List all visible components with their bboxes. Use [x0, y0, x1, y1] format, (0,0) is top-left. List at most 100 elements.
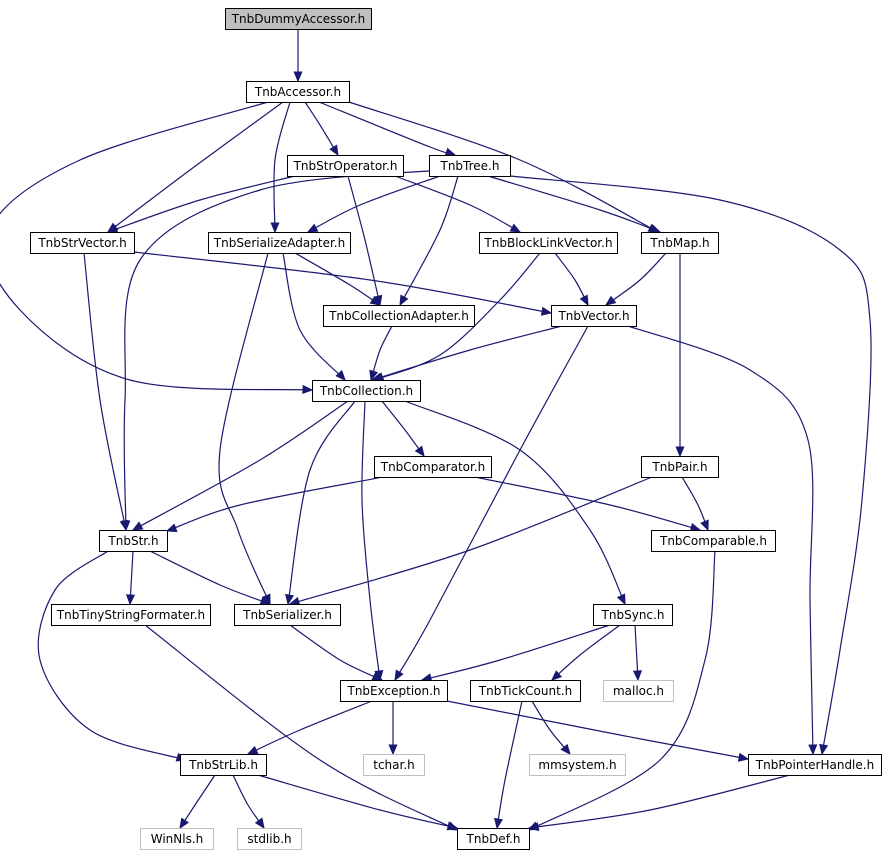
node-tnbcollectionadapter-h[interactable]: TnbCollectionAdapter.h	[323, 305, 475, 327]
edge-line	[289, 624, 383, 681]
edge-line	[347, 175, 381, 306]
node-tnbtickcount-h[interactable]: TnbTickCount.h	[470, 680, 581, 702]
node-label: malloc.h	[613, 684, 664, 698]
arrowhead-icon	[446, 821, 459, 831]
node-stdlib-h: stdlib.h	[237, 828, 302, 850]
node-box	[287, 155, 404, 177]
node-label: TnbStrOperator.h	[293, 159, 398, 173]
edge-n1-to-n10	[0, 101, 314, 395]
node-tnbserializer-h[interactable]: TnbSerializer.h	[234, 604, 341, 626]
edge-line	[394, 325, 589, 681]
edge-n3-to-n24	[509, 175, 872, 756]
edge-line	[421, 624, 611, 681]
edge-line	[509, 175, 872, 755]
edge-line	[627, 325, 814, 755]
edge-n5-to-n10	[282, 252, 346, 381]
node-box	[99, 530, 168, 552]
node-tnbdef-h[interactable]: TnbDef.h	[457, 828, 530, 850]
edge-n12-to-n14	[681, 476, 709, 532]
node-tnbsync-h[interactable]: TnbSync.h	[593, 604, 673, 626]
edge-line	[179, 774, 216, 829]
edge-n19-to-n23	[531, 700, 571, 755]
node-label: TnbSync.h	[601, 608, 665, 622]
edge-n2-to-n6	[394, 175, 522, 233]
node-mmsystem-h: mmsystem.h	[529, 754, 626, 776]
node-tnbstroperator-h[interactable]: TnbStrOperator.h	[287, 155, 404, 177]
edge-line	[394, 175, 521, 233]
node-box	[208, 232, 351, 254]
node-label: TnbSerializer.h	[242, 608, 332, 622]
edge-line	[381, 400, 425, 457]
node-box	[529, 754, 626, 776]
node-tnbstr-h[interactable]: TnbStr.h	[99, 530, 168, 552]
node-layer: TnbDummyAccessor.hTnbAccessor.hTnbStrOpe…	[30, 8, 882, 850]
node-tnbpair-h[interactable]: TnbPair.h	[641, 456, 719, 478]
node-tnbtree-h[interactable]: TnbTree.h	[429, 155, 511, 177]
edge-n13-to-n16	[149, 550, 272, 605]
edge-line	[605, 252, 667, 306]
node-tnbstrvector-h[interactable]: TnbStrVector.h	[30, 232, 135, 254]
edge-n17-to-n20	[632, 624, 643, 682]
edge-n9-to-n24	[627, 325, 818, 756]
arrowhead-icon	[125, 594, 136, 606]
edge-line	[496, 700, 523, 829]
node-box	[180, 754, 267, 776]
edge-n5-to-n16	[218, 252, 271, 606]
arrowhead-icon	[819, 743, 829, 756]
node-tnbtinystringformater-h[interactable]: TnbTinyStringFormater.h	[51, 604, 211, 626]
node-tnbpointerhandle-h[interactable]: TnbPointerHandle.h	[748, 754, 882, 776]
node-label: TnbStrVector.h	[37, 236, 126, 250]
edge-n9-to-n10	[370, 325, 563, 382]
edge-line	[218, 252, 271, 605]
node-box	[457, 828, 530, 850]
node-tnbblocklinkvector-h[interactable]: TnbBlockLinkVector.h	[479, 232, 618, 254]
node-tnbcomparator-h[interactable]: TnbComparator.h	[374, 456, 492, 478]
edge-line	[107, 101, 284, 233]
edge-n21-to-n26	[232, 774, 265, 830]
edge-n4-to-n9	[133, 251, 553, 316]
node-label: TnbMap.h	[649, 236, 709, 250]
node-tnbmap-h[interactable]: TnbMap.h	[641, 232, 719, 254]
node-tnbaccessor-h[interactable]: TnbAccessor.h	[246, 81, 350, 103]
edge-line	[247, 700, 373, 755]
node-tnbcollection-h[interactable]: TnbCollection.h	[312, 380, 421, 402]
edge-layer	[0, 29, 872, 832]
edge-n7-to-n12	[675, 253, 685, 458]
node-box	[374, 456, 492, 478]
edge-n6-to-n9	[554, 252, 589, 307]
edge-line	[83, 252, 127, 531]
node-label: TnbSerializeAdapter.h	[213, 236, 345, 250]
edge-line	[307, 175, 441, 233]
edge-line	[132, 400, 349, 531]
node-tnbcomparable-h[interactable]: TnbComparable.h	[651, 530, 776, 552]
edge-n13-to-n21	[37, 550, 188, 762]
edge-n17-to-n19	[551, 624, 621, 681]
node-tchar-h: tchar.h	[363, 754, 425, 776]
node-tnbexception-h[interactable]: TnbException.h	[340, 680, 448, 702]
node-tnbstrlib-h[interactable]: TnbStrLib.h	[180, 754, 267, 776]
edge-line	[371, 325, 563, 381]
node-tnbserializeadapter-h[interactable]: TnbSerializeAdapter.h	[208, 232, 351, 254]
edge-n8-to-n10	[369, 325, 393, 382]
arrowhead-icon	[737, 752, 750, 762]
arrowhead-icon	[399, 294, 409, 307]
node-label: TnbPair.h	[651, 460, 707, 474]
edge-n18-to-n22	[388, 701, 398, 756]
node-label: TnbDef.h	[466, 832, 521, 846]
arrowhead-icon	[371, 671, 384, 681]
node-box	[641, 232, 719, 254]
node-tnbvector-h[interactable]: TnbVector.h	[551, 305, 637, 327]
node-label: tchar.h	[373, 758, 415, 772]
node-box	[551, 305, 637, 327]
edge-n24-to-n27	[527, 774, 791, 832]
node-tnbdummyaccessor-h[interactable]: TnbDummyAccessor.h	[225, 8, 372, 30]
node-box	[237, 828, 302, 850]
node-label: TnbCollection.h	[319, 384, 413, 398]
edge-n3-to-n8	[399, 175, 459, 307]
edge-n3-to-n5	[306, 175, 441, 233]
node-label: TnbTickCount.h	[478, 684, 572, 698]
edge-n21-to-n25	[179, 774, 216, 830]
edge-n10-to-n16	[285, 400, 356, 606]
node-box	[246, 81, 350, 103]
node-box	[51, 604, 211, 626]
